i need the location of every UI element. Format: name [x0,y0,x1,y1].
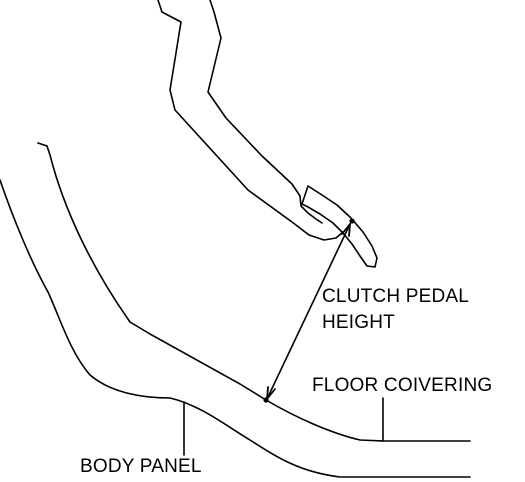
pedal-arm [157,0,344,241]
clutch-pedal-height-label-line1: CLUTCH PEDAL [322,286,470,307]
pedal-pad [301,185,378,268]
arrowhead-bottom [266,386,276,400]
floor-covering-line [37,142,471,442]
arrowhead-top [341,223,351,237]
body-panel-line [0,179,471,478]
pedal-arm-rear-edge [207,0,323,224]
pedal-measure-point [349,218,355,224]
body-panel-label: BODY PANEL [80,456,202,477]
clutch-pedal-height-label-line2: HEIGHT [322,312,395,333]
height-measurement-line [266,223,351,400]
floor-covering-label: FLOOR COIVERING [312,375,493,396]
